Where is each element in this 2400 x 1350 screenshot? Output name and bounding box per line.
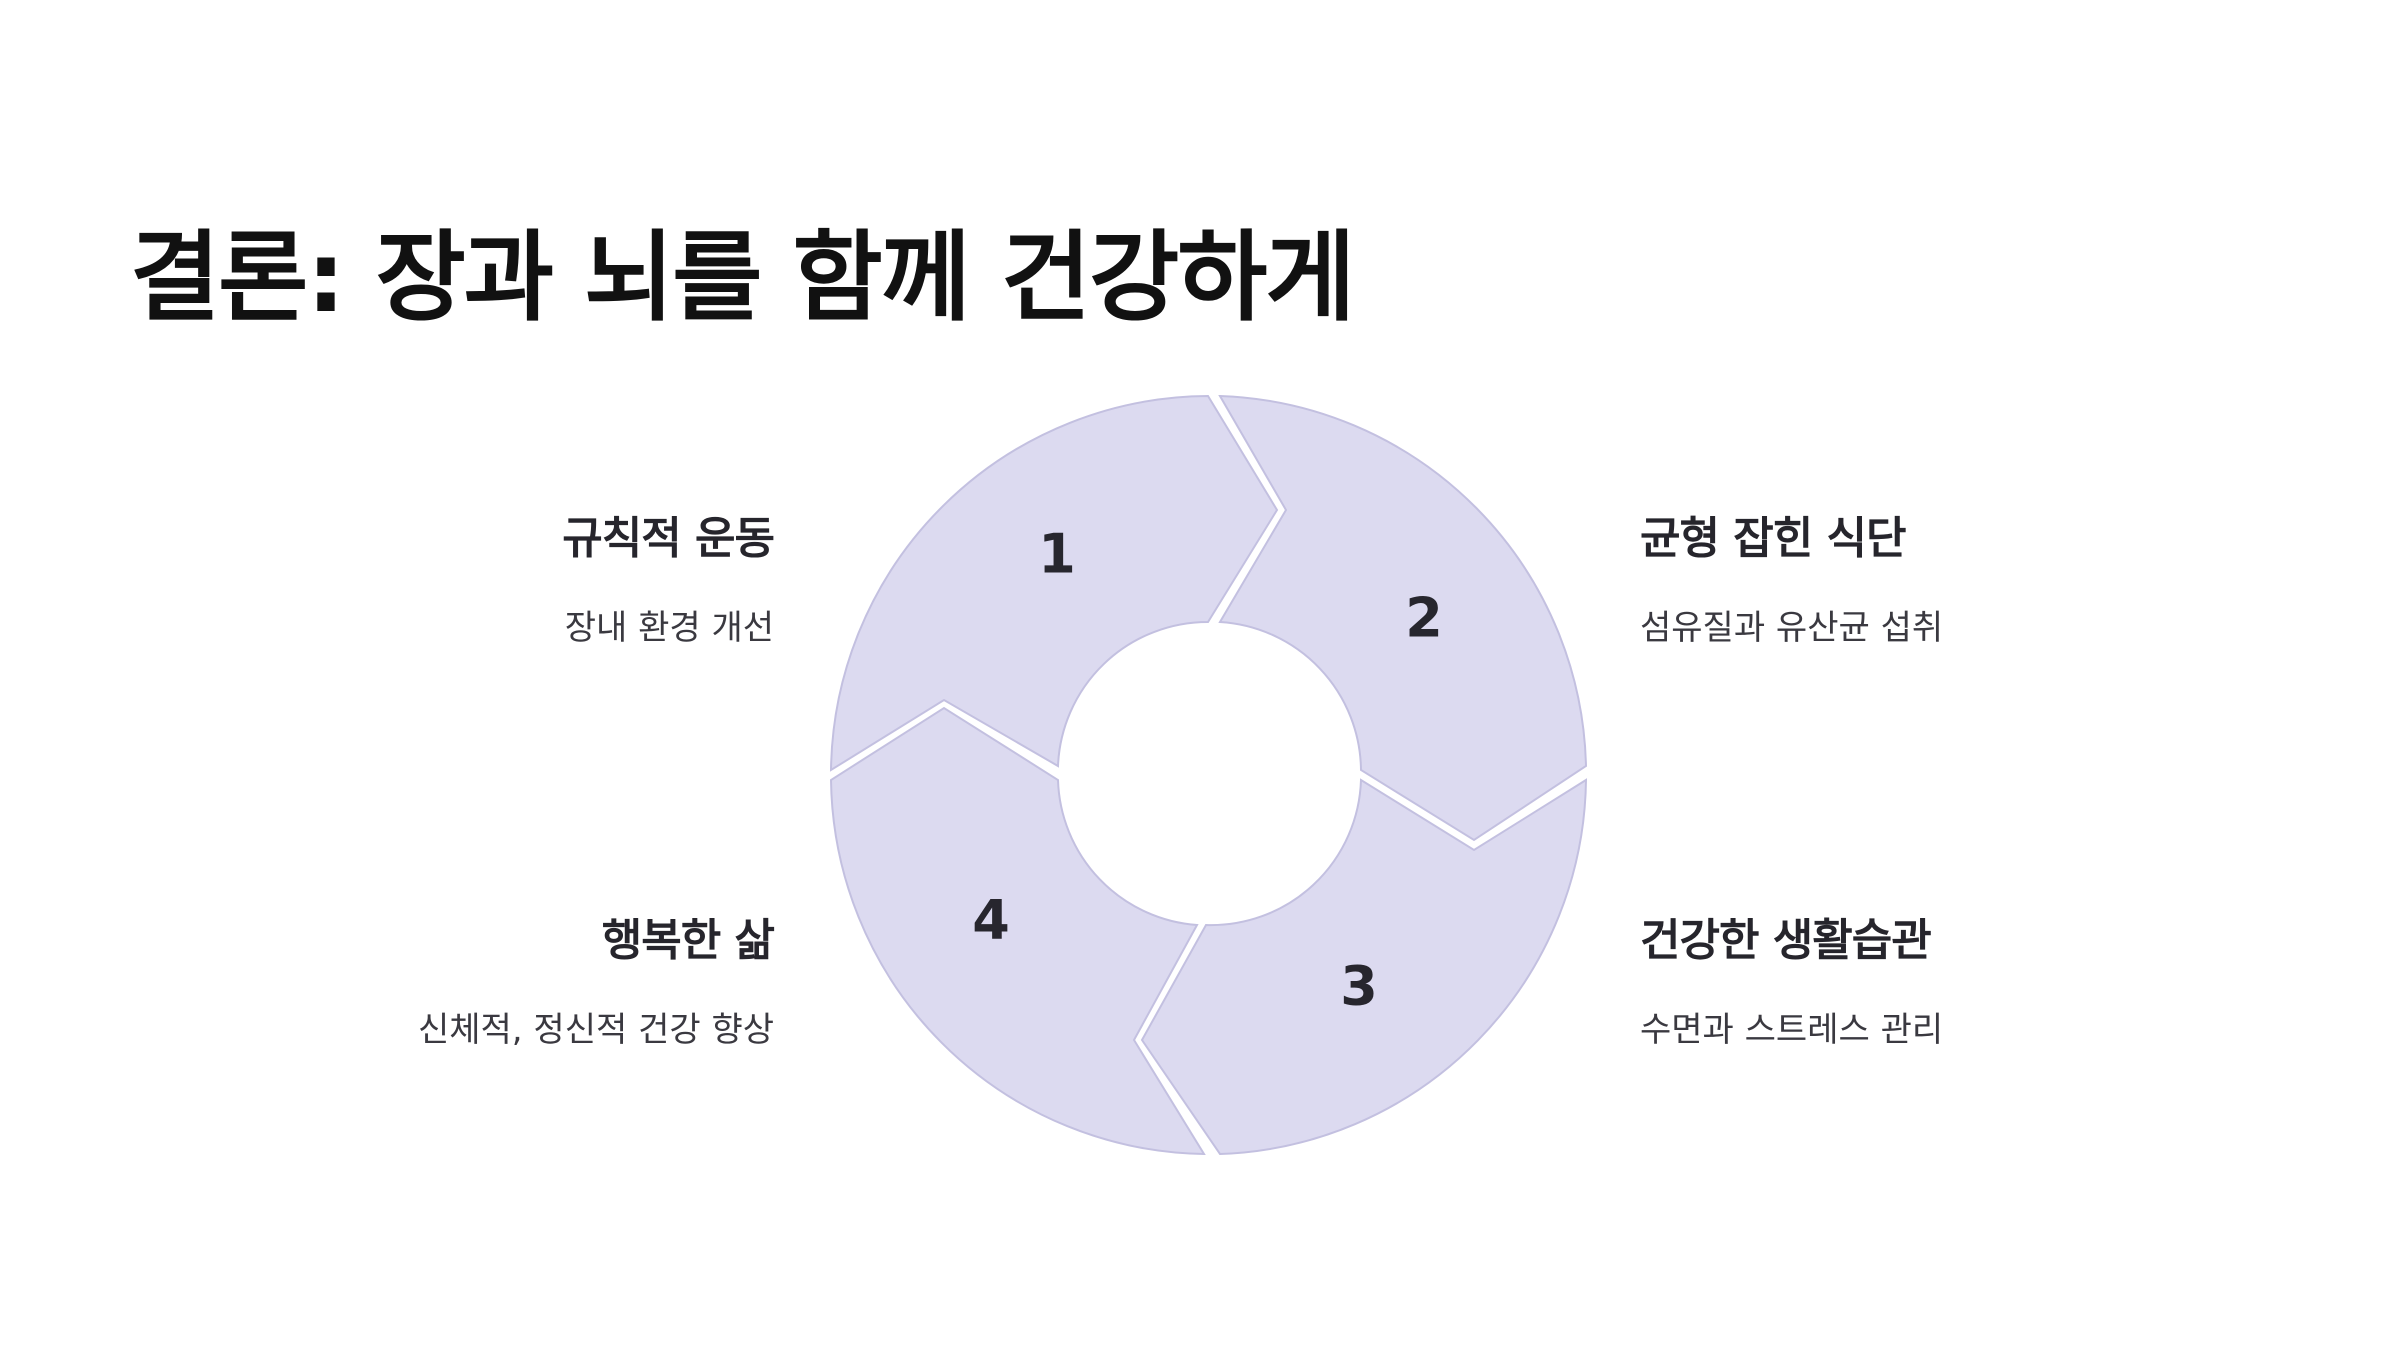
cycle-item-heading: 규칙적 운동 xyxy=(562,513,775,564)
cycle-item-2: 균형 잡힌 식단 섬유질과 유산균 섭취 xyxy=(1640,502,2100,649)
cycle-number-2: 2 xyxy=(1405,587,1443,650)
cycle-segment-1 xyxy=(829,394,1279,772)
cycle-item-description: 신체적, 정신적 건강 향상 xyxy=(417,1010,774,1050)
cycle-item-description: 장내 환경 개선 xyxy=(564,608,774,648)
cycle-number-4: 4 xyxy=(972,889,1010,952)
cycle-item-heading: 균형 잡힌 식단 xyxy=(1640,513,1907,564)
cycle-segment-3 xyxy=(1140,778,1588,1156)
cycle-segment-2 xyxy=(1218,394,1588,842)
cycle-number-3: 3 xyxy=(1340,955,1378,1018)
cycle-item-description: 섬유질과 유산균 섭취 xyxy=(1640,608,1944,648)
cycle-item-heading: 건강한 생활습관 xyxy=(1640,915,1932,966)
cycle-item-4: 행복한 삶 신체적, 정신적 건강 향상 xyxy=(314,904,775,1051)
cycle-item-1: 규칙적 운동 장내 환경 개선 xyxy=(314,502,775,649)
cycle-item-description: 수면과 스트레스 관리 xyxy=(1640,1010,1944,1050)
cycle-number-1: 1 xyxy=(1038,523,1076,586)
page-title: 결론: 장과 뇌를 함께 건강하게 xyxy=(130,221,1356,335)
cycle-item-3: 건강한 생활습관 수면과 스트레스 관리 xyxy=(1640,904,2100,1051)
cycle-item-heading: 행복한 삶 xyxy=(601,915,775,966)
cycle-segment-4 xyxy=(829,706,1206,1156)
